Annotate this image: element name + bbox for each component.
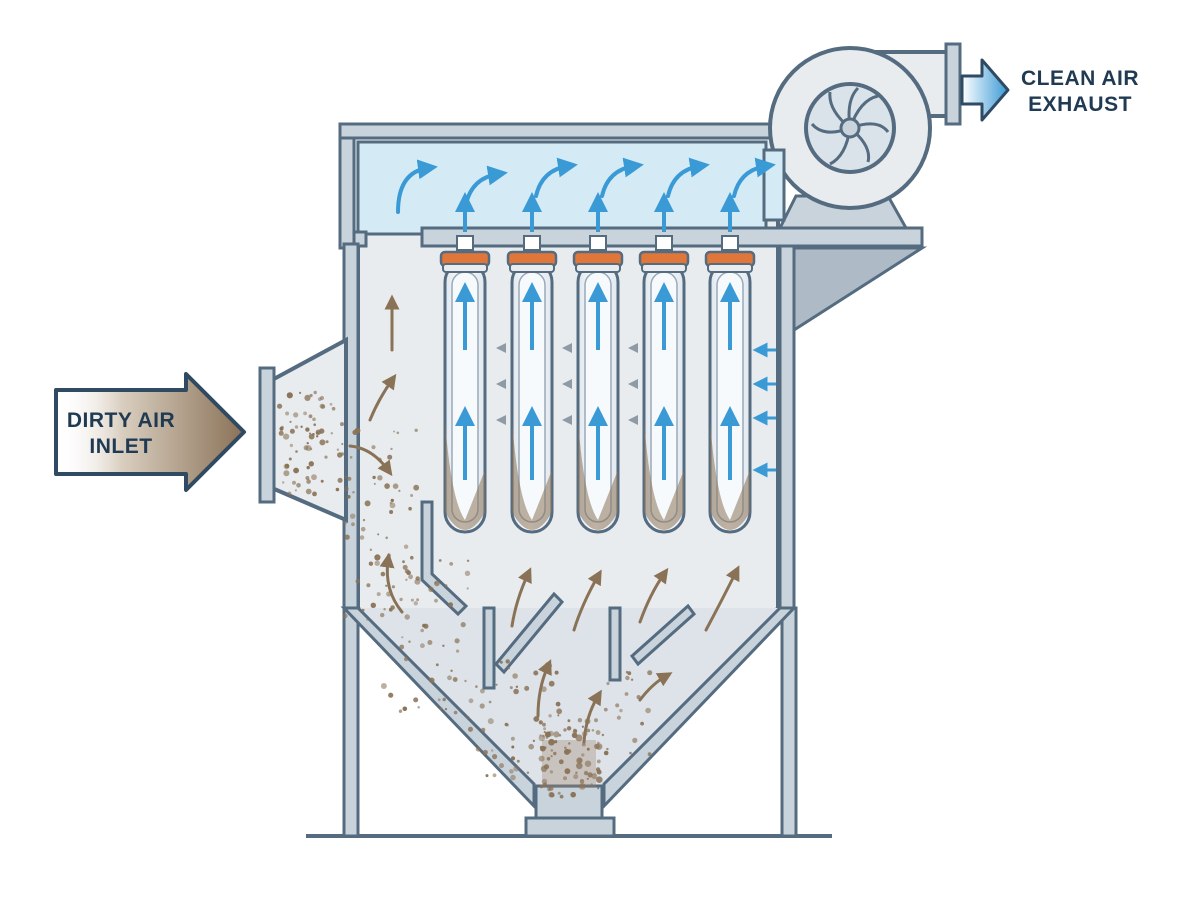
support-legs bbox=[342, 606, 798, 838]
exhaust-fan bbox=[762, 42, 962, 222]
inlet-arrow-icon bbox=[54, 372, 246, 492]
hopper-right-wall bbox=[602, 606, 798, 810]
exhaust-label: CLEAN AIR EXHAUST bbox=[1010, 66, 1150, 118]
clean-air-plenum bbox=[356, 140, 768, 236]
hopper-left-wall bbox=[340, 606, 536, 810]
filter-bag bbox=[439, 192, 491, 534]
inlet-label-line2: INLET bbox=[89, 435, 153, 458]
exhaust-arrow-icon bbox=[960, 58, 1010, 122]
right-wall bbox=[778, 242, 796, 610]
airflow-arrows bbox=[348, 157, 776, 744]
filter-bag bbox=[572, 192, 624, 534]
filter-bag bbox=[638, 192, 690, 534]
exhaust-label-line2: EXHAUST bbox=[1028, 93, 1132, 116]
baffles bbox=[420, 500, 697, 690]
filter-bags bbox=[439, 192, 756, 534]
roof bbox=[338, 122, 782, 140]
exhaust-label-line1: CLEAN AIR bbox=[1020, 67, 1140, 90]
discharge-flange bbox=[524, 816, 616, 838]
fan-bracket bbox=[792, 246, 928, 333]
inlet-duct bbox=[258, 336, 348, 524]
discharge-chute bbox=[534, 784, 604, 822]
filter-bag bbox=[506, 192, 558, 534]
inlet-label: DIRTY AIR INLET bbox=[58, 408, 184, 460]
hopper-fill bbox=[358, 608, 778, 790]
inlet-label-line1: DIRTY AIR bbox=[66, 409, 176, 432]
filter-bag bbox=[704, 192, 756, 534]
